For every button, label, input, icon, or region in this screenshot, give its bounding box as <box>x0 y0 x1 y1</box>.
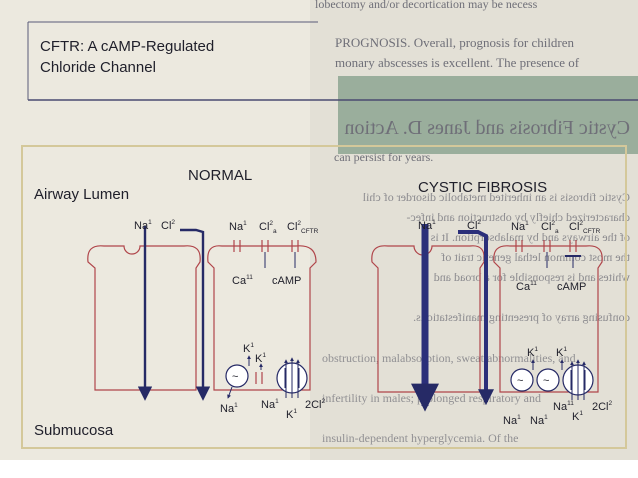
normal-cl-label: Cl2 <box>161 219 175 232</box>
normal-na-label: Na1 <box>134 219 152 232</box>
normal-pump-symbol: ~ <box>232 371 238 383</box>
normal-apical-clcftr-label: Cl2CFTR <box>287 220 319 235</box>
submucosa-label: Submucosa <box>34 422 114 439</box>
mirrored-line-4: the most common lethal genetic trait of <box>441 250 630 264</box>
bg-lower-line-1: obstruction, malabsorption, sweat abnorm… <box>322 351 576 365</box>
normal-cell-left <box>87 245 201 391</box>
cf-k-label-2: K1 <box>556 346 567 359</box>
cf-apical-cla-label: Cl2a <box>541 220 559 235</box>
cf-na-out-label-2: Na1 <box>530 414 548 427</box>
normal-camp-label: cAMP <box>272 275 301 287</box>
normal-cotransport-na-label: Na1 <box>261 398 279 411</box>
mirrored-line-6: confusing array of presenting manifestat… <box>413 310 630 324</box>
cf-cotransport-k-label: K1 <box>572 410 583 423</box>
normal-na-k-pump <box>225 364 249 388</box>
bg-lower-line-2: infertility in males; prolonged respirat… <box>322 391 541 405</box>
bg-text-line1: lobectomy and/or decortication may be ne… <box>315 0 538 11</box>
normal-apical-na-label: Na1 <box>229 220 247 233</box>
cf-apical-clcftr-label: Cl2CFTR <box>569 220 601 235</box>
normal-cotransport-2cl-label: 2Cl2 <box>305 398 326 411</box>
cf-cotransport-2cl-label: 2Cl2 <box>592 400 613 413</box>
cf-pump-symbol-2: ~ <box>543 375 549 387</box>
cf-k-label-1: K1 <box>527 346 538 359</box>
cf-na-label: Na1 <box>418 219 436 232</box>
header-title-line1: CFTR: A cAMP-Regulated <box>40 38 214 55</box>
cf-cl-label: Cl2 <box>467 219 481 232</box>
diagram-frame <box>21 145 627 449</box>
normal-cotransport-k-label: K1 <box>286 408 297 421</box>
normal-pump-na-label: Na1 <box>220 402 238 415</box>
cf-ca-label: Ca11 <box>516 280 537 293</box>
cystic-fibrosis-label: CYSTIC FIBROSIS <box>418 179 547 196</box>
normal-pump-na-out-arrow <box>227 386 233 399</box>
green-banner <box>338 76 638 154</box>
cf-apical-channels <box>515 240 577 252</box>
cf-camp-label: cAMP <box>557 281 586 293</box>
cf-na-out-label-1: Na1 <box>503 414 521 427</box>
normal-cell-right <box>207 245 317 391</box>
cf-cotransporter-arrows <box>570 359 586 400</box>
normal-k-label-1: K1 <box>243 342 254 355</box>
cf-cell-right <box>493 245 603 393</box>
airway-lumen-label: Airway Lumen <box>34 186 129 203</box>
mirrored-heading: Cystic Fibrosis and Janes D. Action <box>344 117 630 139</box>
normal-apical-cla-label: Cl2a <box>259 220 277 235</box>
normal-k-channel <box>255 372 263 384</box>
cf-na-k-pump <box>510 368 534 392</box>
normal-apical-channels <box>233 240 299 252</box>
cf-apical-na-label: Na1 <box>511 220 529 233</box>
bg-lower-line-3: insulin-dependent hyperglycemia. Of the <box>322 431 518 445</box>
bg-text-line4: can persist for years. <box>334 150 433 164</box>
cf-pump-symbol: ~ <box>517 375 523 387</box>
bg-text-line3: monary abscesses is excellent. The prese… <box>335 55 580 70</box>
header-title-line2: Chloride Channel <box>40 59 156 76</box>
cf-na-k-pump-2 <box>536 368 560 392</box>
normal-ca-label: Ca11 <box>232 274 253 287</box>
mirrored-line-2: characterized chiefly by obstruction and… <box>406 210 630 224</box>
mirrored-line-5: whites and is responsible for a broad an… <box>434 270 630 284</box>
mirrored-line-1: Cystic fibrosis is an inherited metaboli… <box>362 190 630 204</box>
cf-cl-arrow <box>458 230 494 406</box>
normal-label: NORMAL <box>188 167 252 184</box>
bg-text-line2: PROGNOSIS. Overall, prognosis for childr… <box>335 35 575 50</box>
cf-cotransport-na-label: Na11 <box>553 400 574 413</box>
normal-cl-arrow <box>180 228 211 401</box>
normal-cotransporter-arrows <box>284 357 300 398</box>
page-bottom-strip <box>0 460 638 478</box>
normal-k-label-2: K1 <box>255 352 266 365</box>
